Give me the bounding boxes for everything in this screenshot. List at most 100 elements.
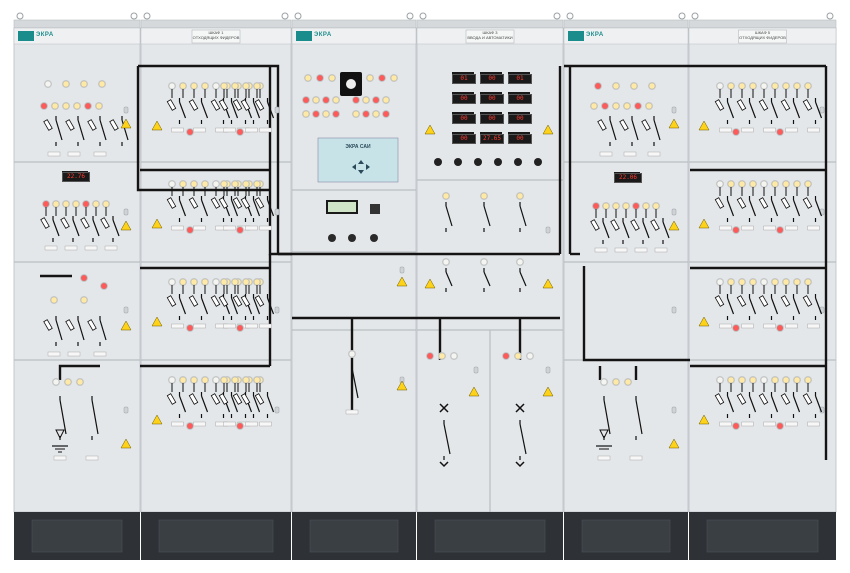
fuse-symbol: [232, 295, 243, 307]
indicator-lamp-icon: [102, 200, 110, 208]
fuse-symbol: [40, 217, 50, 229]
fuse-symbol: [166, 197, 177, 209]
meter-c4-reading: 00: [452, 134, 476, 144]
label-plate: [171, 323, 184, 329]
meter-c4-reading: 01: [508, 74, 532, 84]
indicator-lamp-icon: [348, 350, 356, 358]
indicator-lamp-icon: [760, 180, 768, 188]
indicator-lamp-icon: [502, 352, 510, 360]
circuit-breaker-symbol: [351, 367, 359, 399]
indicator-lamp-icon: [782, 278, 790, 286]
warning-triangle-icon: [120, 320, 132, 331]
label-plate: [53, 455, 67, 461]
label-plate: [785, 323, 798, 329]
label-plate: [741, 225, 754, 231]
cabinet-header-strip: [13, 27, 141, 45]
warning-triangle-icon: [698, 316, 710, 327]
label-plate: [785, 127, 798, 133]
indicator-lamp-icon: [186, 128, 194, 136]
fuse-symbol: [60, 217, 70, 229]
indicator-lamp-icon: [179, 376, 187, 384]
indicator-lamp-icon: [179, 278, 187, 286]
indicator-lamp-icon: [632, 202, 640, 210]
indicator-lamp-icon: [648, 82, 656, 90]
label-plate: [719, 225, 732, 231]
circuit-breaker-symbol: [200, 395, 209, 413]
label-plate: [104, 245, 118, 251]
indicator-lamp-icon: [782, 180, 790, 188]
indicator-lamp-icon: [776, 128, 784, 136]
circuit-breaker-symbol: [519, 423, 527, 455]
warning-triangle-icon: [151, 120, 163, 131]
indicator-lamp-icon: [426, 352, 434, 360]
indicator-lamp-icon: [304, 74, 312, 82]
indicator-lamp-icon: [253, 376, 261, 384]
label-plate: [623, 151, 637, 157]
indicator-lamp-icon: [64, 378, 72, 386]
selector-knob: [346, 79, 356, 89]
indicator-lamp-icon: [186, 324, 194, 332]
cabinet-title: ШКАФ 1: [208, 30, 224, 35]
circuit-breaker-symbol: [814, 101, 823, 119]
cabinet-body: [140, 27, 292, 513]
circuit-breaker-symbol: [726, 297, 735, 315]
fuse-symbol: [610, 219, 620, 231]
cabinet-nameplate: [465, 29, 515, 44]
indicator-lamp-icon: [80, 296, 88, 304]
circuit-breaker-symbol: [266, 101, 275, 119]
circuit-breaker-symbol: [200, 199, 209, 217]
fuse-symbol: [232, 99, 243, 111]
fuse-symbol: [641, 119, 651, 131]
label-plate: [345, 409, 359, 415]
fuse-symbol: [630, 219, 640, 231]
fuse-symbol: [802, 197, 813, 209]
indicator-lamp-icon: [80, 80, 88, 88]
lifting-eye-icon: [678, 12, 686, 20]
label-plate: [171, 421, 184, 427]
circuit-breaker-symbol: [792, 199, 801, 217]
indicator-lamp-icon: [600, 378, 608, 386]
fuse-symbol: [736, 295, 747, 307]
fuse-symbol: [780, 295, 791, 307]
selector-switch-icon: [370, 204, 380, 214]
circuit-breaker-symbol: [445, 205, 453, 227]
indicator-lamp-icon: [190, 278, 198, 286]
circuit-breaker-symbol: [635, 399, 643, 435]
indicator-lamp-icon: [480, 192, 488, 200]
indicator-lamp-icon: [186, 422, 194, 430]
selector-switch-icon: [494, 158, 502, 166]
indicator-lamp-icon: [322, 96, 330, 104]
bus-wire: [58, 364, 100, 380]
fuse-symbol: [780, 197, 791, 209]
indicator-lamp-icon: [52, 378, 60, 386]
meter-c4-reading: 00: [452, 94, 476, 104]
warning-triangle-icon: [151, 218, 163, 229]
indicator-lamp-icon: [352, 110, 360, 118]
fuse-symbol: [80, 217, 90, 229]
indicator-lamp-icon: [514, 352, 522, 360]
circuit-breaker-symbol: [178, 199, 187, 217]
warning-triangle-icon: [151, 316, 163, 327]
warning-triangle-icon: [120, 438, 132, 449]
withdrawable-contact-icon: [439, 406, 449, 413]
label-plate: [223, 421, 236, 427]
indicator-lamp-icon: [242, 278, 250, 286]
indicator-lamp-icon: [231, 376, 239, 384]
warning-triangle-icon: [542, 124, 554, 135]
circuit-breaker-symbol: [726, 199, 735, 217]
circuit-breaker-symbol: [252, 297, 261, 315]
indicator-lamp-icon: [382, 96, 390, 104]
meter-c4-reading: 00: [508, 94, 532, 104]
brand-text: ЭКРА: [314, 32, 332, 38]
withdrawable-contact-icon: [439, 461, 449, 468]
indicator-lamp-icon: [438, 352, 446, 360]
label-plate: [44, 245, 58, 251]
indicator-lamp-icon: [201, 180, 209, 188]
label-plate: [223, 225, 236, 231]
label-plate: [245, 323, 258, 329]
door-handle-icon: [274, 208, 280, 216]
warning-triangle-icon: [120, 220, 132, 231]
control-button: [370, 234, 378, 242]
cabinet-title: ШКАФ 3: [482, 30, 498, 35]
indicator-lamp-icon: [592, 202, 600, 210]
